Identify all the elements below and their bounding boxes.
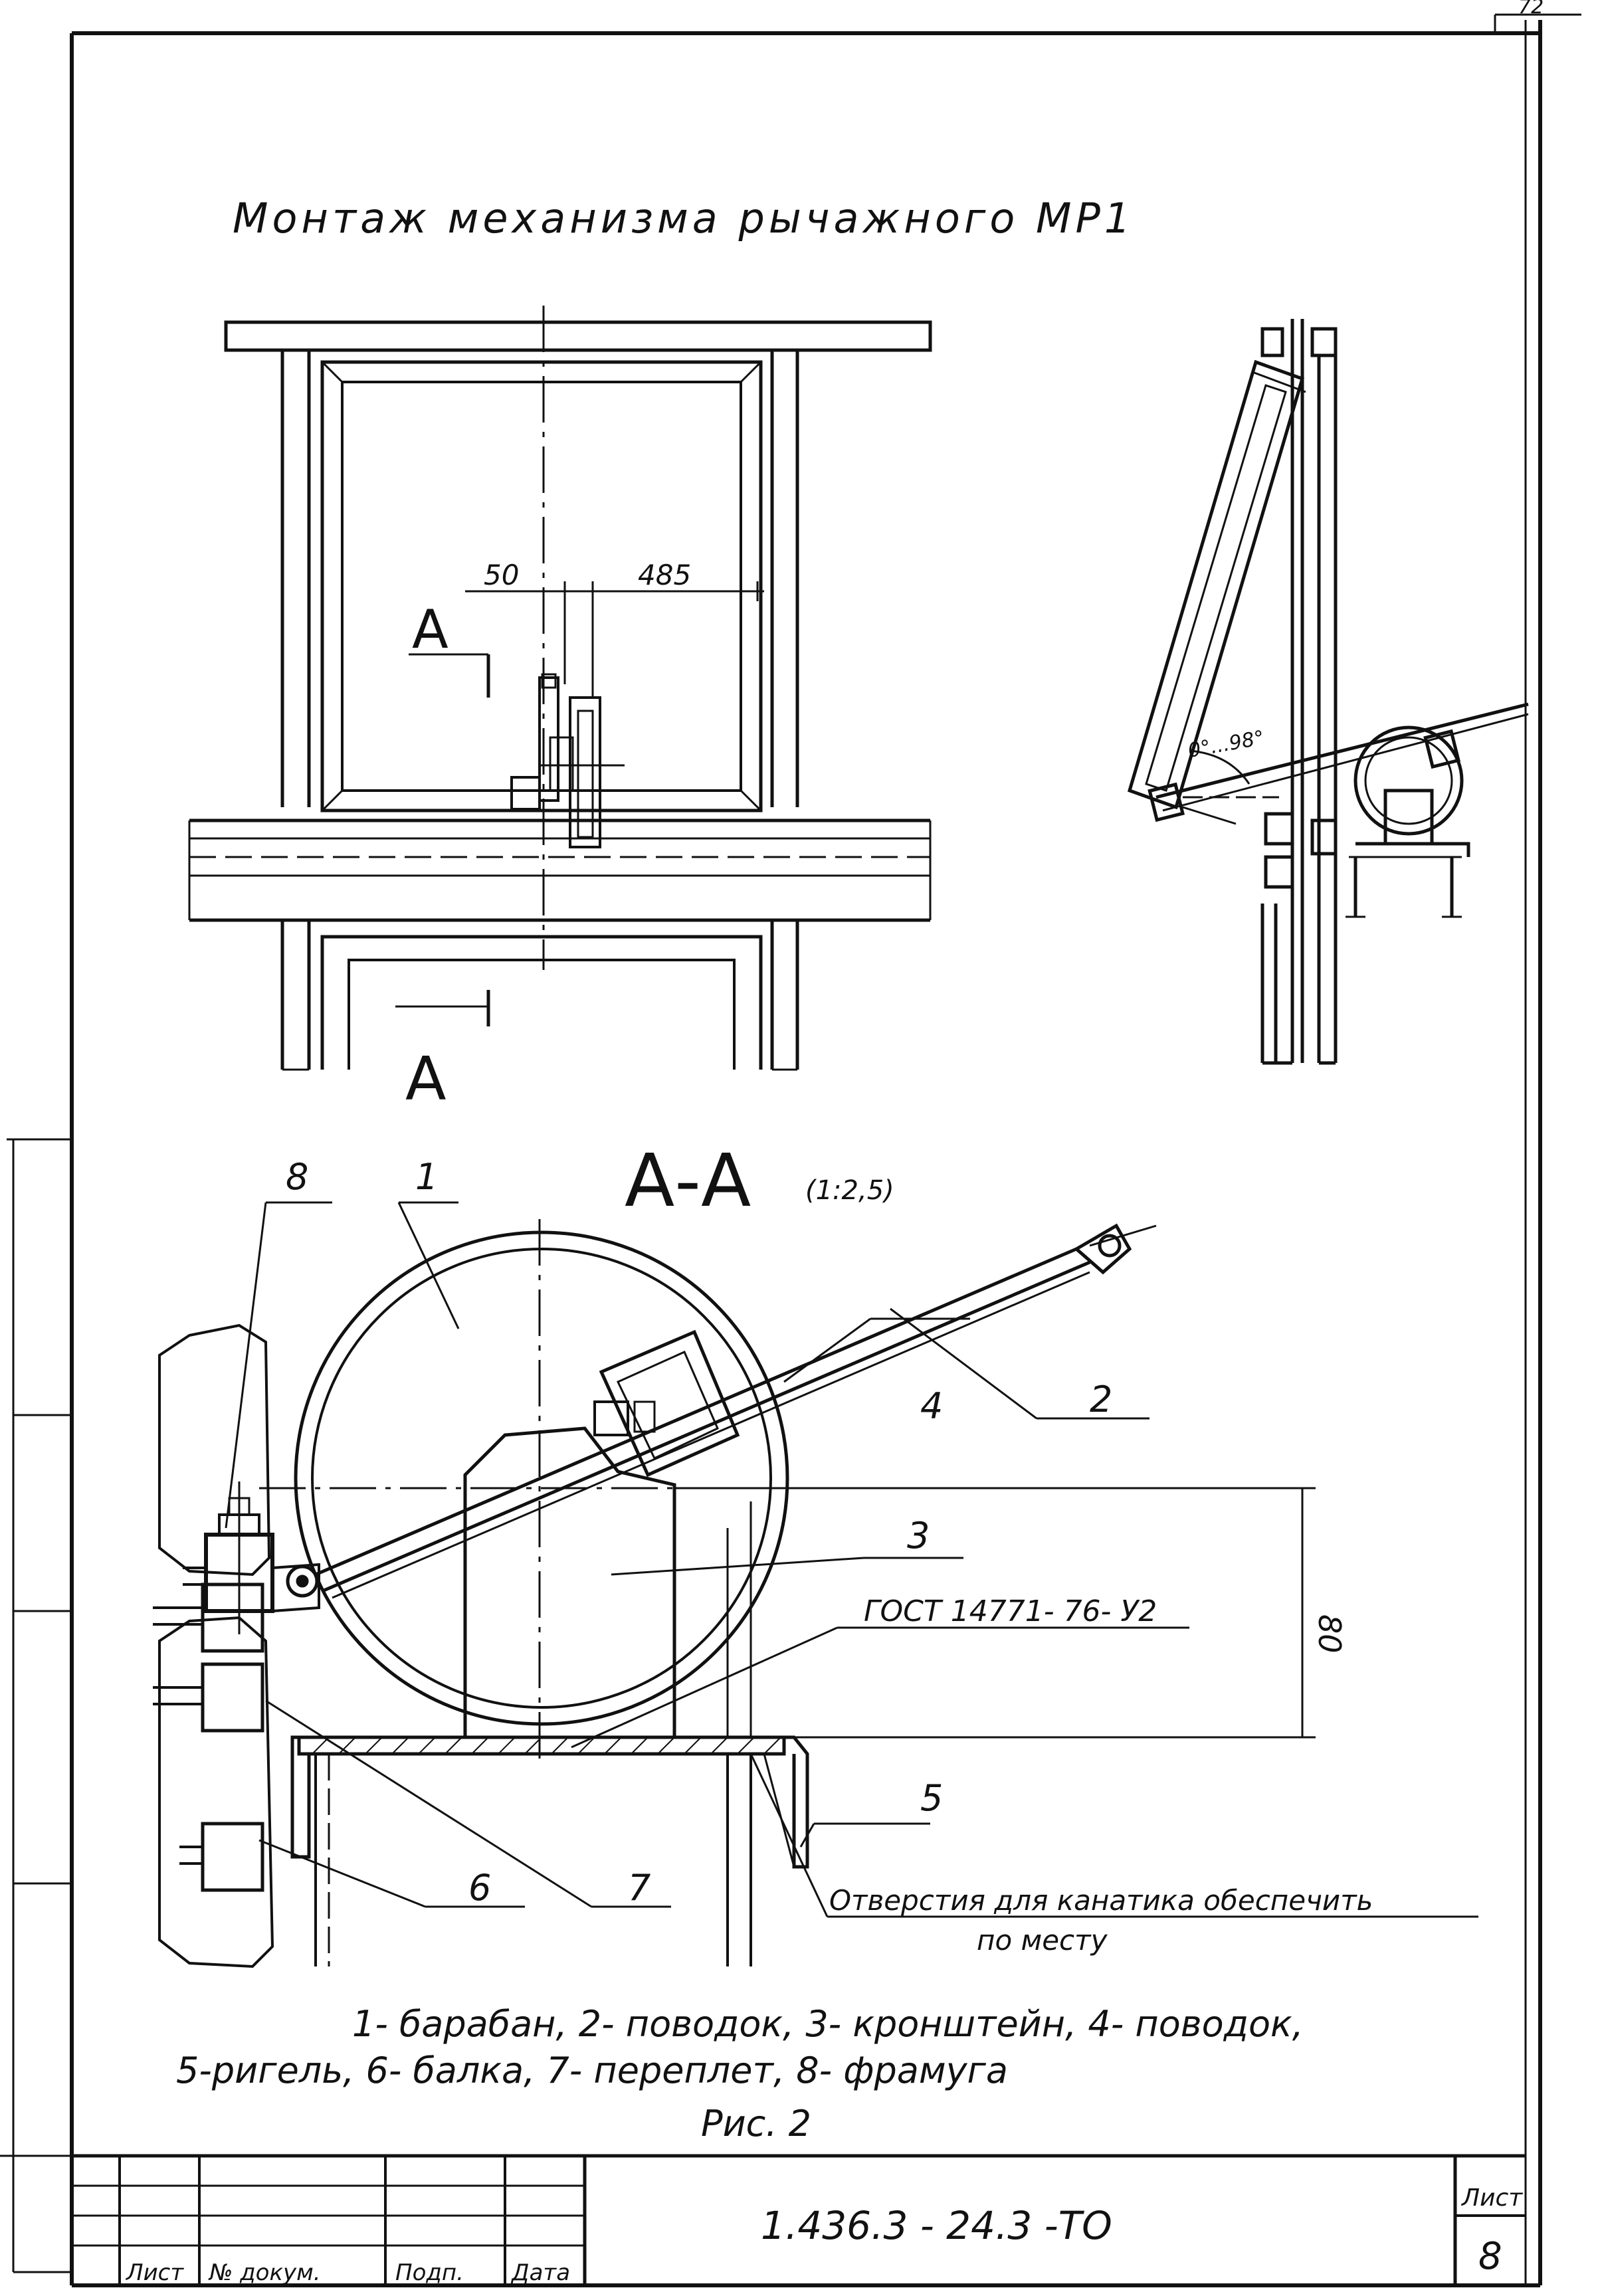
stamp-sheet-number: 8: [1478, 2235, 1502, 2278]
section-mark-bottom: А: [405, 1044, 447, 1114]
section-title: А-А: [625, 1138, 751, 1223]
hole-note-line1: Отверстия для канатика обеспечить: [829, 1884, 1373, 1917]
legend-line-2: 5-ригель, 6- балка, 7- переплет, 8- фрам…: [176, 2050, 1008, 2091]
figure-caption: Рис. 2: [701, 2103, 811, 2145]
callout-1: 1: [415, 1156, 438, 1198]
document-number: 1.436.3 - 24.3 -ТО: [761, 2203, 1112, 2248]
callout-8: 8: [286, 1156, 308, 1198]
callout-6: 6: [468, 1867, 491, 1909]
stamp-col-sign: Подп.: [395, 2259, 464, 2286]
side-view: [1127, 319, 1529, 1065]
callout-2: 2: [1090, 1379, 1112, 1420]
callout-5: 5: [920, 1777, 943, 1819]
drawing-frame: [0, 13, 1581, 2287]
dimension-485: 485: [638, 559, 691, 591]
section-mark-top: А: [412, 599, 449, 660]
hole-note-line2: по месту: [977, 1924, 1108, 1957]
plate-hatch: [312, 1737, 781, 1755]
callout-4: 4: [920, 1385, 943, 1427]
elevation-view: [188, 306, 932, 1071]
drawing-title: Монтаж механизма рычажного МР1: [233, 194, 1134, 242]
section-view: [153, 1201, 1478, 1968]
section-scale: (1:2,5): [805, 1175, 894, 1206]
stamp-col-doc: № докум.: [208, 2259, 321, 2286]
gost-label: ГОСТ 14771- 76- У2: [864, 1594, 1157, 1628]
callout-3: 3: [907, 1515, 930, 1557]
stamp-col-sheet: Лист: [125, 2259, 184, 2286]
stamp-sheet-label: Лист: [1460, 2184, 1523, 2212]
sheet-corner-number: 72: [1518, 0, 1544, 19]
stamp-col-date: Дата: [510, 2259, 570, 2286]
title-block: [72, 2154, 1526, 2285]
dimension-50: 50: [484, 559, 519, 591]
legend-line-1: 1- барабан, 2- поводок, 3- кронштейн, 4-…: [352, 2003, 1304, 2045]
dimension-80: 80: [1312, 1614, 1348, 1654]
callout-7: 7: [628, 1867, 650, 1909]
